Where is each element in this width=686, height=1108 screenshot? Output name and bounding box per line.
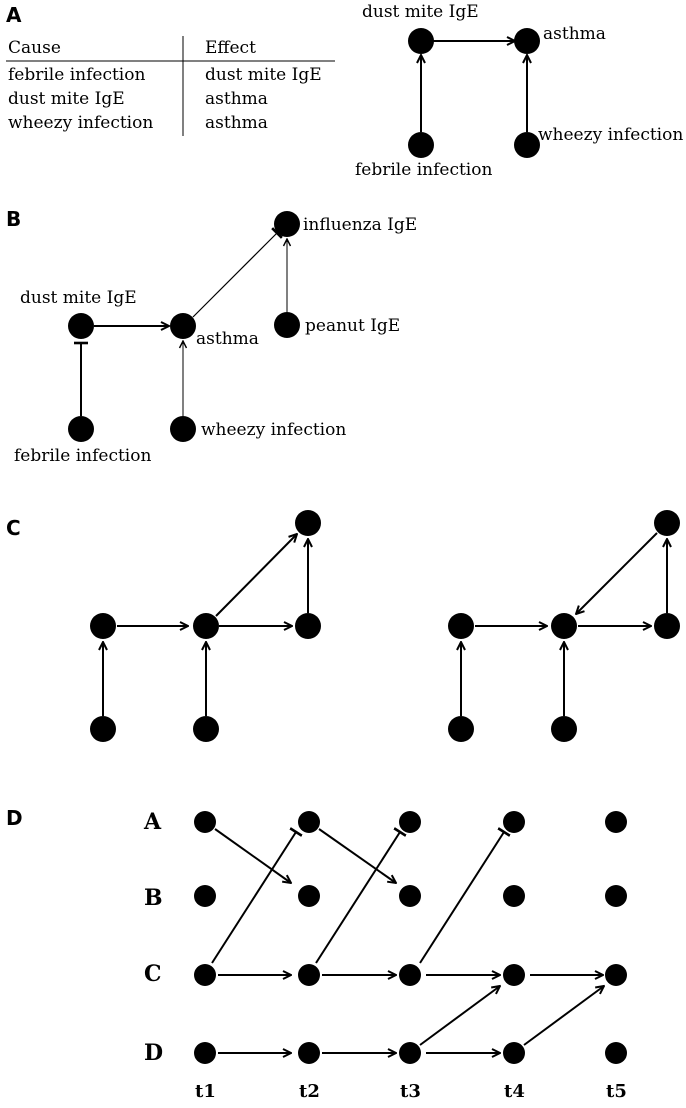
timecourse-nodes bbox=[194, 811, 627, 1064]
panel-d-letter: D bbox=[6, 806, 23, 830]
node-d-t2 bbox=[298, 1042, 320, 1064]
node-label-asthma: asthma bbox=[543, 24, 606, 44]
node-wheezy-infection bbox=[514, 132, 540, 158]
node-b-t2 bbox=[298, 885, 320, 907]
node-label-asthma: asthma bbox=[196, 329, 259, 349]
node-c-t1 bbox=[194, 964, 216, 986]
table-header-effect: Effect bbox=[205, 38, 256, 58]
graph-node bbox=[551, 613, 577, 639]
table-cell-cause: wheezy infection bbox=[8, 113, 153, 133]
edge-a-t2-to-b-t3 bbox=[318, 828, 396, 883]
table-cell-effect: asthma bbox=[205, 89, 268, 109]
graph-node bbox=[295, 613, 321, 639]
node-b-t4 bbox=[503, 885, 525, 907]
node-b-t1 bbox=[194, 885, 216, 907]
table-header-cause: Cause bbox=[8, 38, 61, 58]
node-b-t5 bbox=[605, 885, 627, 907]
node-a-t5 bbox=[605, 811, 627, 833]
node-a-t2 bbox=[298, 811, 320, 833]
node-label-wheezy-infection: wheezy infection bbox=[201, 420, 346, 440]
node-influenza-ige bbox=[274, 211, 300, 237]
panel-c-letter: C bbox=[6, 516, 21, 540]
panel-c: C bbox=[6, 510, 680, 742]
node-d-t1 bbox=[194, 1042, 216, 1064]
edge-n6-to-n2 bbox=[576, 532, 658, 614]
edge-a-t1-to-b-t2 bbox=[214, 828, 291, 883]
node-peanut-ige bbox=[274, 312, 300, 338]
panel-b: B dust mite IgE asthma influenza IgE pea… bbox=[6, 207, 417, 466]
node-febrile-infection bbox=[68, 416, 94, 442]
table-cell-effect: dust mite IgE bbox=[205, 65, 322, 85]
node-dust-mite-ige bbox=[408, 28, 434, 54]
graph-node bbox=[551, 716, 577, 742]
graph-node bbox=[193, 613, 219, 639]
timecourse-edges bbox=[211, 827, 604, 1053]
node-c-t5 bbox=[605, 964, 627, 986]
edge-asthma-inhibits-influenza bbox=[192, 227, 283, 318]
node-a-t1 bbox=[194, 811, 216, 833]
node-asthma bbox=[514, 28, 540, 54]
table-cell-effect: asthma bbox=[205, 113, 268, 133]
time-label-t1: t1 bbox=[195, 1081, 216, 1102]
table-cell-cause: febrile infection bbox=[8, 65, 145, 85]
node-label-febrile-infection: febrile infection bbox=[355, 160, 492, 180]
graph-node bbox=[295, 510, 321, 536]
row-label-a: A bbox=[143, 809, 162, 835]
time-label-t5: t5 bbox=[606, 1081, 627, 1102]
panel-a-letter: A bbox=[6, 3, 22, 27]
graph-node bbox=[654, 613, 680, 639]
edge-d-t3-to-c-t4 bbox=[419, 986, 500, 1046]
graph-node bbox=[90, 613, 116, 639]
node-asthma bbox=[170, 313, 196, 339]
node-label-dust-mite-ige: dust mite IgE bbox=[20, 288, 137, 308]
panel-d: D A B C D bbox=[6, 806, 627, 1102]
node-label-febrile-infection: febrile infection bbox=[14, 446, 151, 466]
node-label-wheezy-infection: wheezy infection bbox=[538, 125, 683, 145]
panel-c-graph-right bbox=[448, 510, 680, 742]
table-row: dust mite IgE asthma bbox=[8, 89, 268, 109]
node-c-t4 bbox=[503, 964, 525, 986]
panel-b-letter: B bbox=[6, 207, 21, 231]
row-label-c: C bbox=[144, 961, 162, 987]
time-label-t3: t3 bbox=[400, 1081, 421, 1102]
row-label-b: B bbox=[144, 885, 163, 911]
graph-node bbox=[448, 613, 474, 639]
row-label-d: D bbox=[144, 1040, 163, 1066]
graph-node bbox=[654, 510, 680, 536]
graph-node bbox=[90, 716, 116, 742]
edge-n2-to-n6 bbox=[215, 534, 297, 617]
node-a-t3 bbox=[399, 811, 421, 833]
panel-a: A Cause Effect febrile infection dust mi… bbox=[6, 2, 683, 180]
cause-effect-table: Cause Effect febrile infection dust mite… bbox=[6, 36, 335, 136]
node-febrile-infection bbox=[408, 132, 434, 158]
edge-c-t3-inhibits-a-t4 bbox=[419, 827, 511, 964]
panel-c-graph-left bbox=[90, 510, 321, 742]
node-d-t4 bbox=[503, 1042, 525, 1064]
node-label-peanut-ige: peanut IgE bbox=[305, 316, 400, 336]
edge-c-t2-inhibits-a-t3 bbox=[315, 827, 407, 964]
node-c-t2 bbox=[298, 964, 320, 986]
node-dust-mite-ige bbox=[68, 313, 94, 339]
node-label-influenza-ige: influenza IgE bbox=[303, 215, 417, 235]
node-label-dust-mite-ige: dust mite IgE bbox=[362, 2, 479, 22]
node-wheezy-infection bbox=[170, 416, 196, 442]
time-label-t4: t4 bbox=[504, 1081, 525, 1102]
node-b-t3 bbox=[399, 885, 421, 907]
table-row: febrile infection dust mite IgE bbox=[8, 65, 322, 85]
edge-d-t4-to-c-t5 bbox=[523, 986, 604, 1046]
time-label-t2: t2 bbox=[299, 1081, 320, 1102]
table-cell-cause: dust mite IgE bbox=[8, 89, 125, 109]
node-a-t4 bbox=[503, 811, 525, 833]
graph-node bbox=[193, 716, 219, 742]
node-c-t3 bbox=[399, 964, 421, 986]
edge-c-t1-inhibits-a-t2 bbox=[211, 827, 303, 964]
node-d-t3 bbox=[399, 1042, 421, 1064]
table-row: wheezy infection asthma bbox=[8, 113, 268, 133]
graph-node bbox=[448, 716, 474, 742]
node-d-t5 bbox=[605, 1042, 627, 1064]
panel-a-graph: dust mite IgE asthma febrile infection w… bbox=[355, 2, 683, 180]
